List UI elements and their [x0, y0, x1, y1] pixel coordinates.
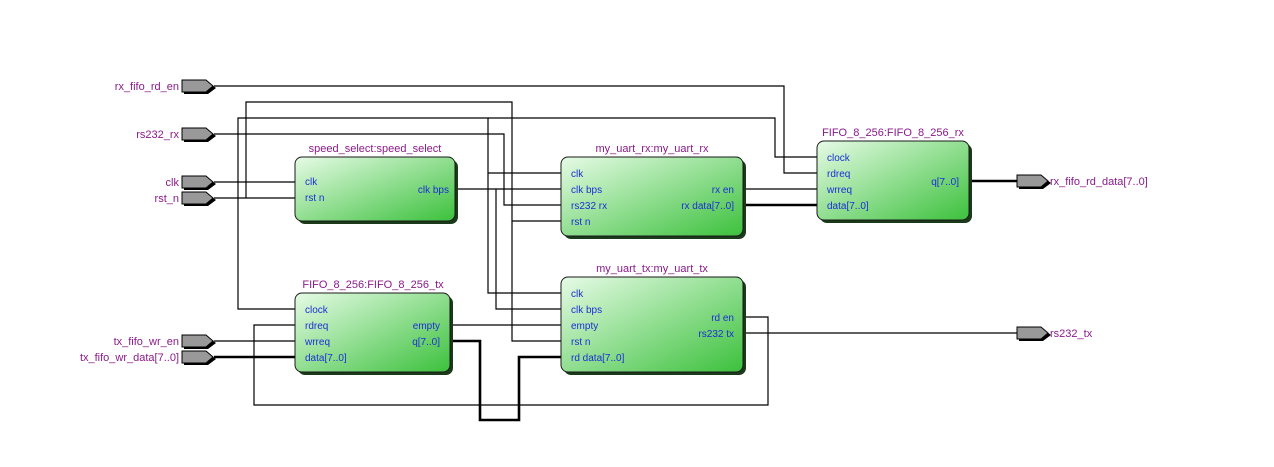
block-fifo-tx[interactable]: FIFO_8_256:FIFO_8_256_tx clock rdreq wrr… — [294, 279, 453, 375]
input-pin-rx-fifo-rd-en[interactable]: rx_fifo_rd_en — [115, 79, 216, 94]
pin-label: rx_fifo_rd_en — [115, 81, 179, 93]
block-title: FIFO_8_256:FIFO_8_256_tx — [302, 279, 444, 291]
wires — [214, 85, 1018, 422]
port-rdreq: rdreq — [827, 169, 850, 180]
block-title: my_uart_rx:my_uart_rx — [595, 143, 709, 155]
pin-label: rx_fifo_rd_data[7..0] — [1050, 176, 1148, 188]
block-speed-select[interactable]: speed_select:speed_select clk rst n clk … — [294, 143, 458, 224]
pin-label: rs232_tx — [1050, 328, 1093, 340]
pin-label: clk — [166, 177, 180, 189]
port-clk: clk — [571, 169, 584, 180]
input-pin-tx-fifo-wr-data[interactable]: tx_fifo_wr_data[7..0] — [80, 350, 216, 365]
port-wrreq: wrreq — [826, 185, 852, 196]
port-data: data[7..0] — [827, 201, 869, 212]
port-q: q[7..0] — [412, 337, 440, 348]
port-data: data[7..0] — [305, 353, 347, 364]
block-title: my_uart_tx:my_uart_tx — [596, 263, 708, 275]
port-clk: clk — [305, 177, 318, 188]
pin-label: tx_fifo_wr_en — [114, 336, 179, 348]
block-my-uart-rx[interactable]: my_uart_rx:my_uart_rx clk clk bps rs232 … — [560, 143, 746, 239]
port-empty: empty — [413, 321, 440, 332]
wire-clk-fifo-tx[interactable] — [237, 182, 296, 310]
wire-rx-fifo-rd-en[interactable] — [214, 85, 818, 174]
port-rd-data: rd data[7..0] — [571, 353, 625, 364]
port-rdreq: rdreq — [305, 321, 328, 332]
port-clk-bps: clk bps — [571, 185, 602, 196]
port-rst-n: rst n — [571, 217, 590, 228]
input-pin-rs232-rx[interactable]: rs232_rx — [136, 127, 216, 142]
port-rx-en: rx en — [712, 185, 734, 196]
port-clock: clock — [827, 153, 851, 164]
block-my-uart-tx[interactable]: my_uart_tx:my_uart_tx clk clk bps empty … — [560, 263, 746, 375]
port-clk: clk — [571, 289, 584, 300]
output-pins: rx_fifo_rd_data[7..0] rs232_tx — [1016, 174, 1148, 341]
output-pin-rx-fifo-rd-data[interactable]: rx_fifo_rd_data[7..0] — [1016, 174, 1148, 189]
wire-rd-en[interactable] — [253, 316, 769, 406]
wire-rs232-rx[interactable] — [214, 133, 562, 206]
port-rst-n: rst n — [305, 193, 324, 204]
port-rd-en: rd en — [711, 313, 734, 324]
pin-label: rst_n — [155, 193, 179, 205]
port-rs232-tx: rs232 tx — [698, 329, 734, 340]
input-pins: rx_fifo_rd_en rs232_rx clk rst_n tx_fifo… — [80, 79, 216, 365]
wire-clk-fifo-rx[interactable] — [488, 117, 818, 158]
wire-clk-bps-uart-tx[interactable] — [495, 189, 562, 310]
block-fifo-rx[interactable]: FIFO_8_256:FIFO_8_256_rx clock rdreq wrr… — [816, 127, 972, 223]
port-wrreq: wrreq — [304, 337, 330, 348]
wire-rst-n-uart-tx[interactable] — [511, 221, 562, 342]
port-rx-data: rx data[7..0] — [681, 201, 734, 212]
port-q: q[7..0] — [931, 177, 959, 188]
input-pin-rst-n[interactable]: rst_n — [155, 191, 216, 206]
port-empty: empty — [571, 321, 598, 332]
port-clk-bps: clk bps — [418, 185, 449, 196]
wire-clk-uart-tx[interactable] — [487, 173, 562, 294]
port-clk-bps: clk bps — [571, 305, 602, 316]
block-title: FIFO_8_256:FIFO_8_256_rx — [822, 127, 964, 139]
pin-label: rs232_rx — [136, 129, 179, 141]
block-title: speed_select:speed_select — [309, 143, 442, 155]
input-pin-tx-fifo-wr-en[interactable]: tx_fifo_wr_en — [114, 334, 216, 349]
bus-tx-q-rd-data[interactable] — [451, 339, 562, 422]
port-clock: clock — [305, 305, 329, 316]
pin-label: tx_fifo_wr_data[7..0] — [80, 352, 179, 364]
port-rst-n: rst n — [571, 337, 590, 348]
output-pin-rs232-tx[interactable]: rs232_tx — [1016, 326, 1093, 341]
input-pin-clk[interactable]: clk — [166, 175, 216, 190]
port-rs232-rx: rs232 rx — [571, 201, 607, 212]
wire-rst-n-bus[interactable] — [245, 101, 562, 222]
